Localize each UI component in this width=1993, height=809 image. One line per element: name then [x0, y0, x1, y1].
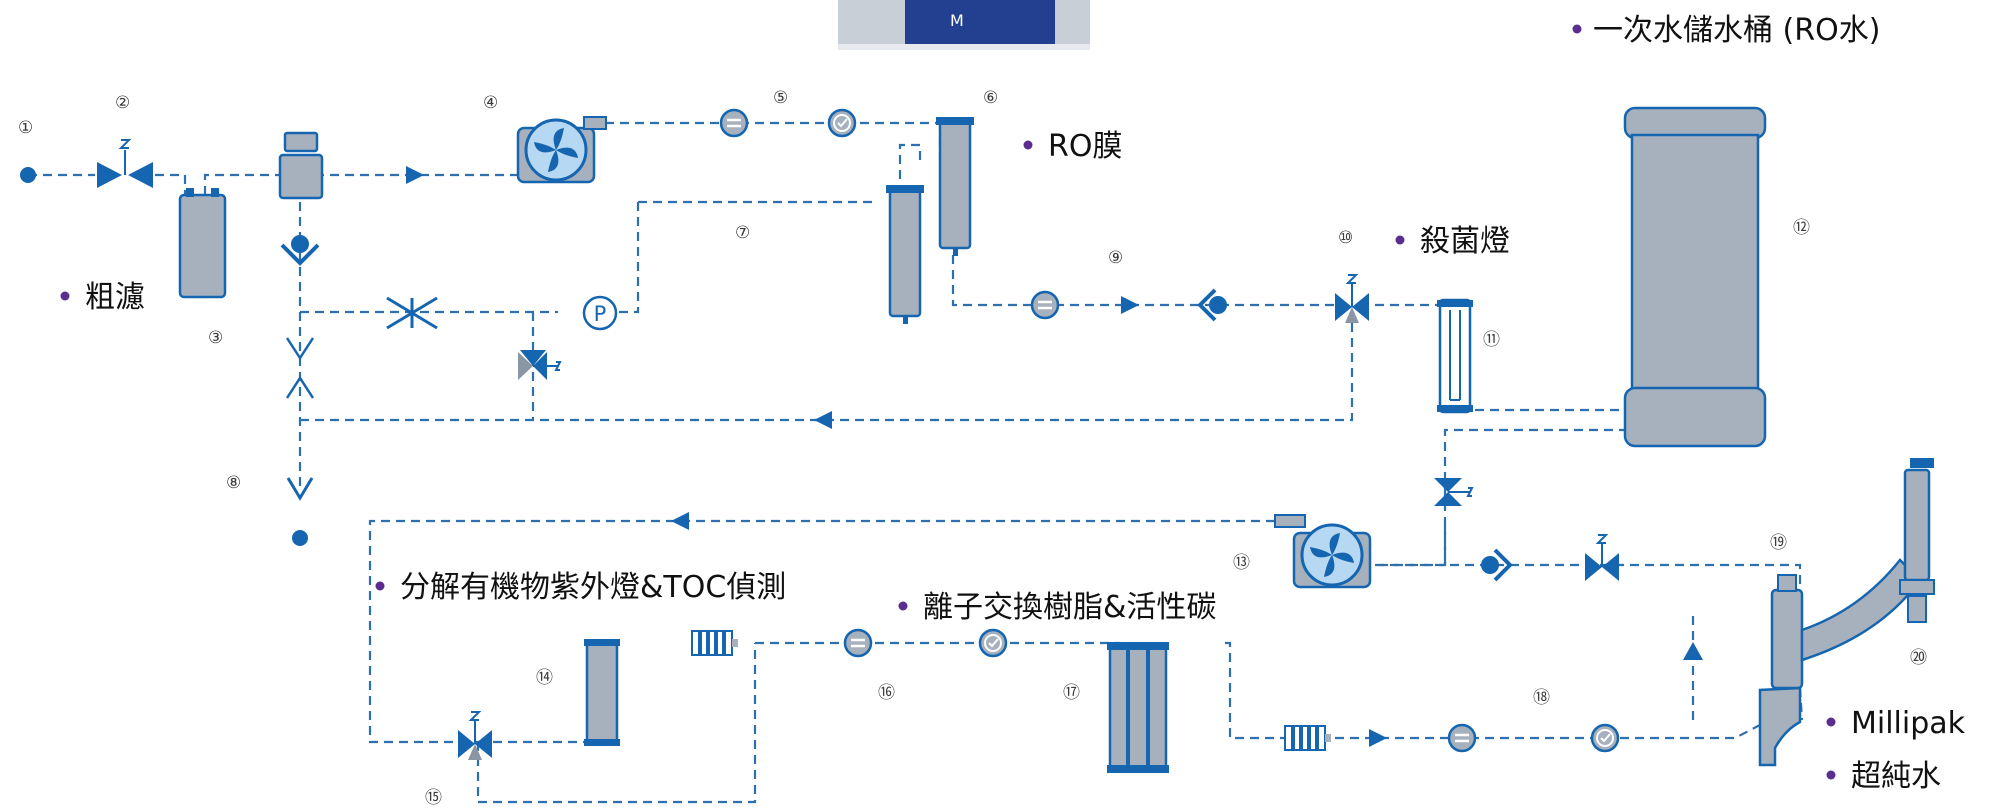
ion-exchange-cartridge-icon: [1107, 642, 1169, 773]
drain-outlet-icon: [286, 477, 314, 546]
prefilter-cartridge-icon: [178, 188, 227, 299]
node-19: ⑲: [1770, 533, 1787, 553]
inlet-icon: [20, 167, 36, 183]
recirculation-pump-icon: [1274, 514, 1372, 589]
node-13: ⑬: [1233, 553, 1250, 573]
label-uv-toc: 分解有機物紫外燈&TOC偵測: [400, 570, 786, 605]
flush-valve-icon: [518, 350, 562, 380]
svg-text:P: P: [594, 302, 607, 326]
inlet-valve-icon: [97, 139, 153, 188]
svg-text:M: M: [950, 11, 964, 30]
permeate-sensor-icon: [1030, 290, 1060, 320]
label-ultrapure: 超純水: [1851, 759, 1941, 794]
label-ion-exchange: 離子交換樹脂&活性碳: [923, 590, 1216, 625]
flow-arrow-icon: [814, 411, 832, 429]
conductivity-sensor-icon: [719, 108, 749, 138]
uv-lamp-icon: [1437, 298, 1473, 414]
node-16: ⑯: [878, 683, 895, 703]
node-2: ②: [115, 93, 130, 113]
labels: 一次水儲水桶 (RO水) RO膜 粗濾 殺菌燈 分解有機物紫外燈&TOC偵測 離…: [60, 13, 1966, 794]
node-7: ⑦: [735, 223, 750, 243]
polish-valve-icon: [458, 711, 492, 760]
label-ro-tank: 一次水儲水桶 (RO水): [1593, 13, 1880, 48]
node-9: ⑨: [1108, 248, 1123, 268]
node-10: ⑩: [1338, 228, 1353, 248]
booster-pump-icon: [516, 116, 607, 184]
pressure-sensor-icon: [827, 108, 857, 138]
product-sensor-icon: [1447, 723, 1477, 753]
uv-oxidizer-icon: [584, 639, 620, 746]
label-uv-lamp: 殺菌燈: [1420, 224, 1510, 259]
node-1: ①: [18, 118, 33, 138]
node-20: ⑳: [1910, 648, 1927, 668]
restrictor-icon: [386, 296, 438, 330]
flow-arrow-icon: [1683, 642, 1703, 660]
node-8: ⑧: [226, 473, 241, 493]
flow-arrow-icon: [1369, 729, 1387, 747]
three-way-valve-icon: [1335, 274, 1369, 323]
label-millipak: Millipak: [1851, 706, 1966, 741]
node-17: ⑰: [1063, 683, 1080, 703]
node-15: ⑮: [425, 788, 442, 808]
ro-membrane-lower-icon: [886, 185, 924, 324]
toc-cell-icon: [690, 629, 740, 657]
pressure-sensor-icon: [978, 628, 1008, 658]
product-gauge-icon: [1590, 723, 1620, 753]
node-6: ⑥: [983, 88, 998, 108]
flow-arrow-icon: [671, 512, 689, 530]
node-12: ⑫: [1793, 218, 1810, 238]
node-14: ⑭: [536, 668, 553, 688]
dispenser-icon: [1758, 458, 1935, 767]
node-4: ④: [483, 93, 498, 113]
drain-restrictor-icon: [285, 337, 315, 399]
pressure-gauge-icon: P: [582, 295, 618, 331]
node-5: ⑤: [773, 88, 788, 108]
storage-tank-icon: [1623, 106, 1767, 448]
node-11: ⑪: [1483, 330, 1500, 350]
flow-arrow-icon: [1121, 296, 1139, 314]
label-ro-membrane: RO膜: [1048, 129, 1122, 164]
node-numbers: ① ② ③ ④ ⑤ ⑥ ⑦ ⑧ ⑨ ⑩ ⑪ ⑫ ⑬ ⑭ ⑮ ⑯ ⑰ ⑱ ⑲ ⑳: [18, 88, 1927, 808]
flow-arrow-icon: [406, 166, 424, 184]
tank-outlet-valve-icon: [1434, 478, 1474, 506]
product-cell-icon: [1283, 724, 1333, 752]
label-prefilter: 粗濾: [85, 280, 145, 315]
dispense-valve-icon: [1585, 534, 1619, 581]
ro-membrane-upper-icon: [936, 117, 974, 256]
check-valve-icon: [1481, 548, 1513, 582]
node-18: ⑱: [1533, 688, 1550, 708]
system-image: M: [838, 0, 1090, 50]
solenoid-inlet-valve-icon: [278, 131, 324, 266]
node-3: ③: [208, 328, 223, 348]
resistivity-sensor-icon: [843, 628, 873, 658]
check-valve-icon: [1197, 288, 1227, 322]
